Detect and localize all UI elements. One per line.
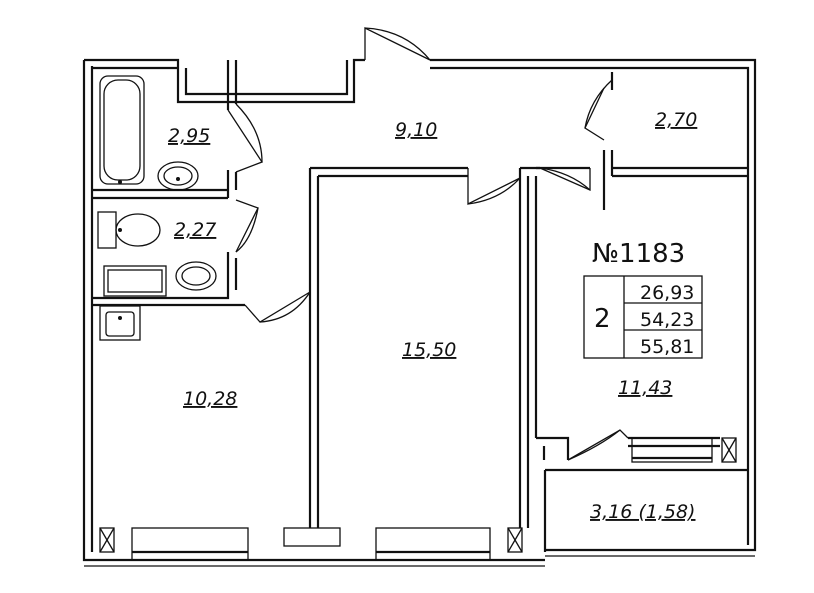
room-bathroom-area: 2,95 [168,125,210,147]
sink-icon [157,161,199,191]
washer-icon [103,265,167,297]
total-area-with-balcony: 55,81 [640,336,694,358]
bathtub-icon [99,75,145,185]
apartment-number: №1183 [592,239,685,269]
room-hall-area: 9,10 [395,119,437,141]
toilet-icon [97,211,117,249]
room-bedroom-area: 11,43 [618,377,672,399]
interior-walls [92,60,748,552]
kitchen-sink-icon [99,305,141,341]
rooms-count: 2 [594,304,611,334]
room-kitchen-area: 10,28 [183,388,237,410]
room-balcony-area: 3,16 (1,58) [590,501,695,523]
fixtures [97,75,217,341]
room-closet-area: 2,70 [655,109,697,131]
windows [84,437,755,567]
living-area: 26,93 [640,282,694,304]
room-wc-area: 2,27 [174,219,216,241]
area-table [583,275,703,359]
total-area: 54,23 [640,309,694,331]
basin-icon [175,261,217,291]
doors [227,26,629,461]
room-living-area: 15,50 [402,339,456,361]
